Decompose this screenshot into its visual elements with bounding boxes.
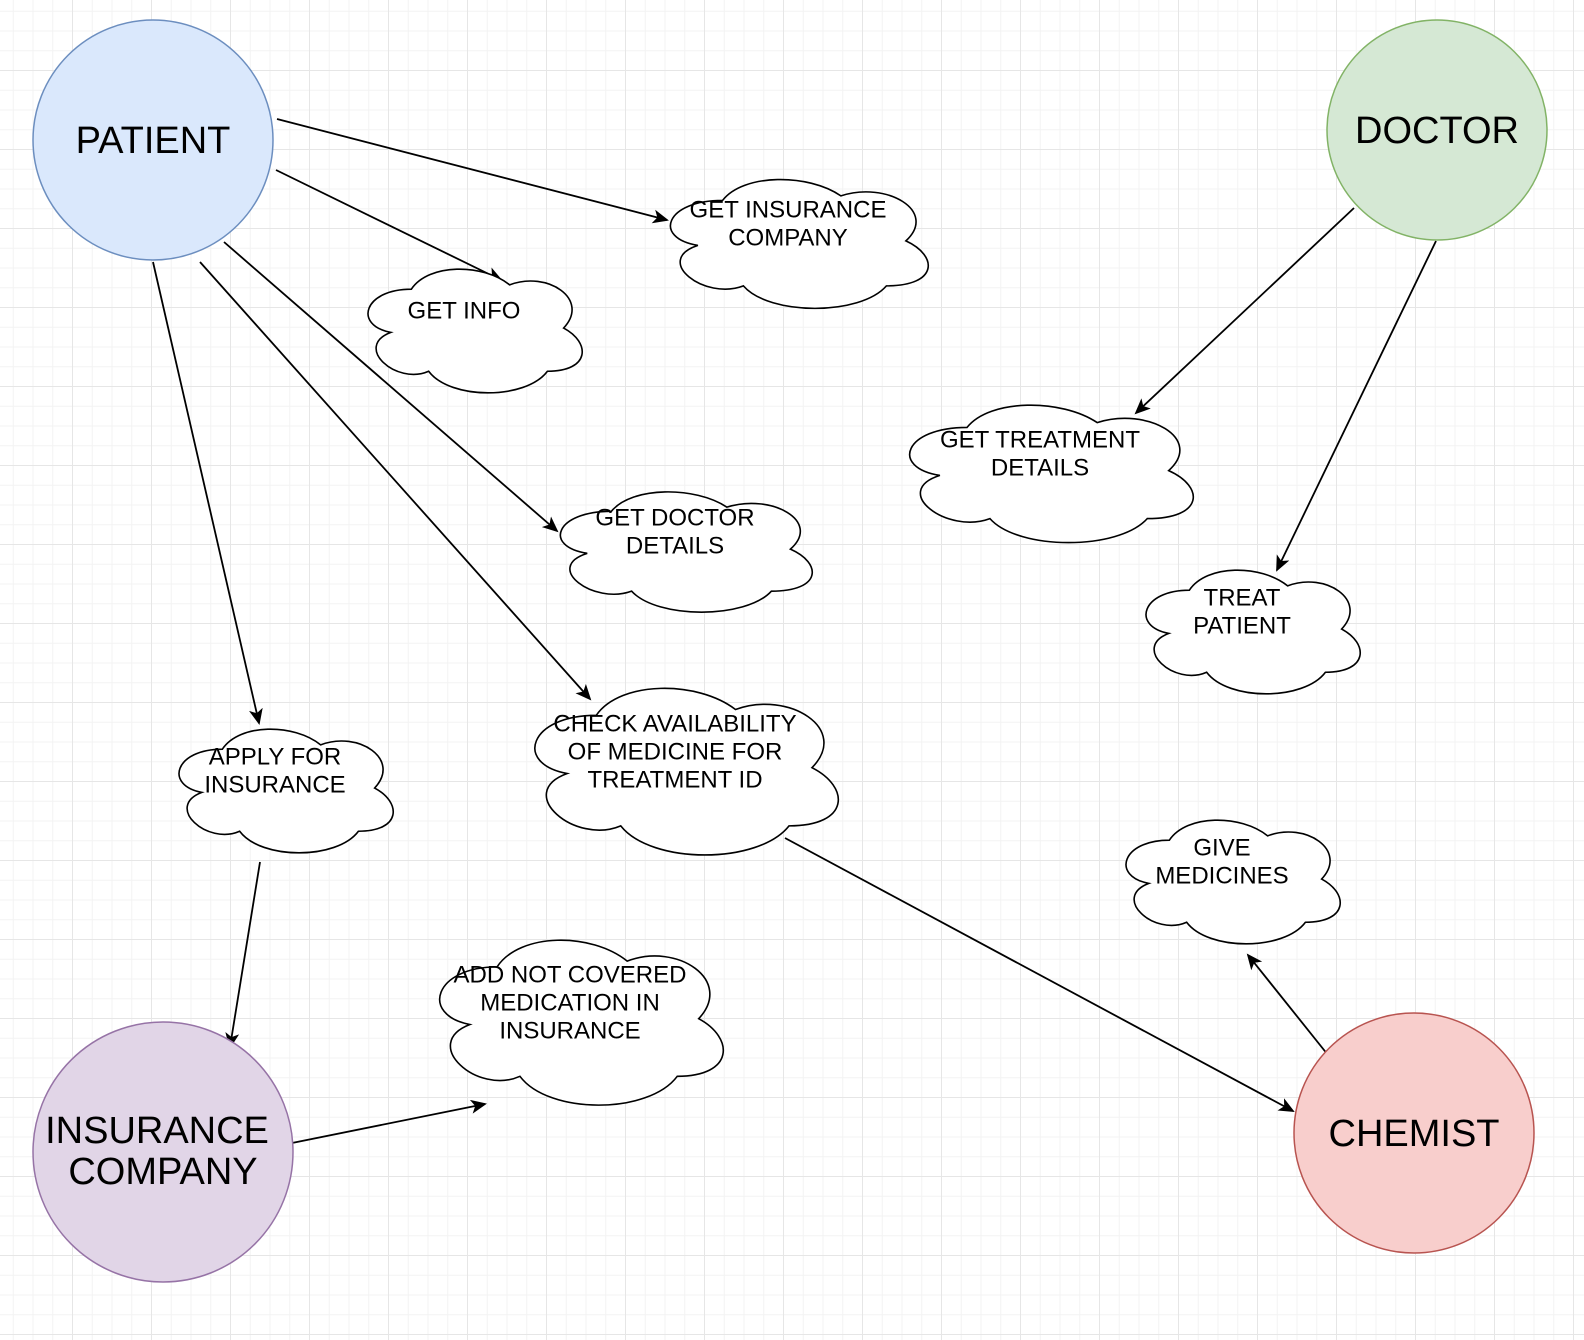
actor-insurance-company-label-line2: COMPANY xyxy=(68,1151,257,1193)
action-get-treatment-details-shape xyxy=(910,405,1194,542)
action-get-insurance-company-label-line1: GET INSURANCE xyxy=(690,196,887,223)
actor-insurance-company-shape xyxy=(32,1021,294,1283)
action-get-info-label-line1: GET INFO xyxy=(408,297,521,324)
edge-doctor-to-treat-patient[interactable] xyxy=(1276,240,1437,572)
actor-chemist-label: CHEMIST xyxy=(1329,1113,1500,1155)
action-treat-patient-shape xyxy=(1146,570,1360,694)
action-give-medicines-label-line1: GIVE xyxy=(1193,834,1250,861)
action-give-medicines-label-line2: MEDICINES xyxy=(1155,862,1288,889)
actor-chemist[interactable]: CHEMIST xyxy=(1293,1012,1535,1254)
action-add-not-covered-label-line3: INSURANCE xyxy=(499,1017,640,1044)
action-apply-for-insurance-label-line1: APPLY FOR xyxy=(209,743,342,770)
action-get-doctor-details-shape xyxy=(560,492,812,612)
action-give-medicines-shape xyxy=(1126,820,1340,944)
actor-doctor[interactable]: DOCTOR xyxy=(1326,19,1548,241)
edge-check-availability-to-chemist[interactable] xyxy=(784,837,1295,1112)
action-get-insurance-company-label-line2: COMPANY xyxy=(728,224,848,251)
action-treat-patient-label-line2: PATIENT xyxy=(1193,612,1291,639)
action-check-availability-shape xyxy=(535,688,838,855)
edges xyxy=(152,118,1437,1144)
action-apply-for-insurance-label-line2: INSURANCE xyxy=(204,771,345,798)
action-check-availability-label-line1: CHECK AVAILABILITY xyxy=(553,710,796,737)
actor-doctor-shape xyxy=(1326,19,1548,241)
action-get-info[interactable]: GET INFO xyxy=(368,269,582,393)
edge-chemist-to-give-medicines[interactable] xyxy=(1246,953,1329,1056)
action-treat-patient-label-line1: TREAT xyxy=(1204,584,1281,611)
actor-chemist-shape xyxy=(1293,1012,1535,1254)
action-get-doctor-details-label-line2: DETAILS xyxy=(626,532,724,559)
actor-insurance-company[interactable]: INSURANCE COMPANY xyxy=(32,1021,294,1283)
action-add-not-covered-label-line1: ADD NOT COVERED xyxy=(454,961,687,988)
edge-patient-to-check-availability[interactable] xyxy=(199,261,592,701)
action-apply-for-insurance-shape xyxy=(179,729,393,853)
action-check-availability-label-line2: OF MEDICINE FOR xyxy=(568,738,783,765)
edge-doctor-to-get-treatment-details[interactable] xyxy=(1134,207,1355,415)
edge-patient-to-get-info[interactable] xyxy=(275,169,503,281)
action-check-availability-label-line3: TREATMENT ID xyxy=(587,766,762,793)
edge-apply-for-insurance-to-insurance-company[interactable] xyxy=(225,861,261,1049)
action-get-treatment-details-label-line1: GET TREATMENT xyxy=(940,426,1140,453)
edge-patient-to-get-insurance-company[interactable] xyxy=(276,118,669,224)
action-add-not-covered-label-line2: MEDICATION IN xyxy=(480,989,660,1016)
edge-patient-to-get-doctor-details[interactable] xyxy=(223,241,559,533)
actor-doctor-label: DOCTOR xyxy=(1355,110,1519,152)
actor-insurance-company-label-line1: INSURANCE xyxy=(45,1110,269,1152)
action-get-insurance-company-shape xyxy=(670,180,928,309)
action-get-doctor-details-label-line1: GET DOCTOR xyxy=(595,504,754,531)
actor-patient-shape xyxy=(32,19,274,261)
action-add-not-covered-shape xyxy=(440,940,724,1105)
edge-patient-to-apply-for-insurance[interactable] xyxy=(152,261,263,725)
actor-patient-label: PATIENT xyxy=(76,120,231,162)
actor-patient[interactable]: PATIENT xyxy=(32,19,274,261)
edge-insurance-company-to-add-not-covered[interactable] xyxy=(291,1099,487,1144)
action-get-treatment-details-label-line2: DETAILS xyxy=(991,454,1089,481)
action-get-info-shape xyxy=(368,269,582,393)
